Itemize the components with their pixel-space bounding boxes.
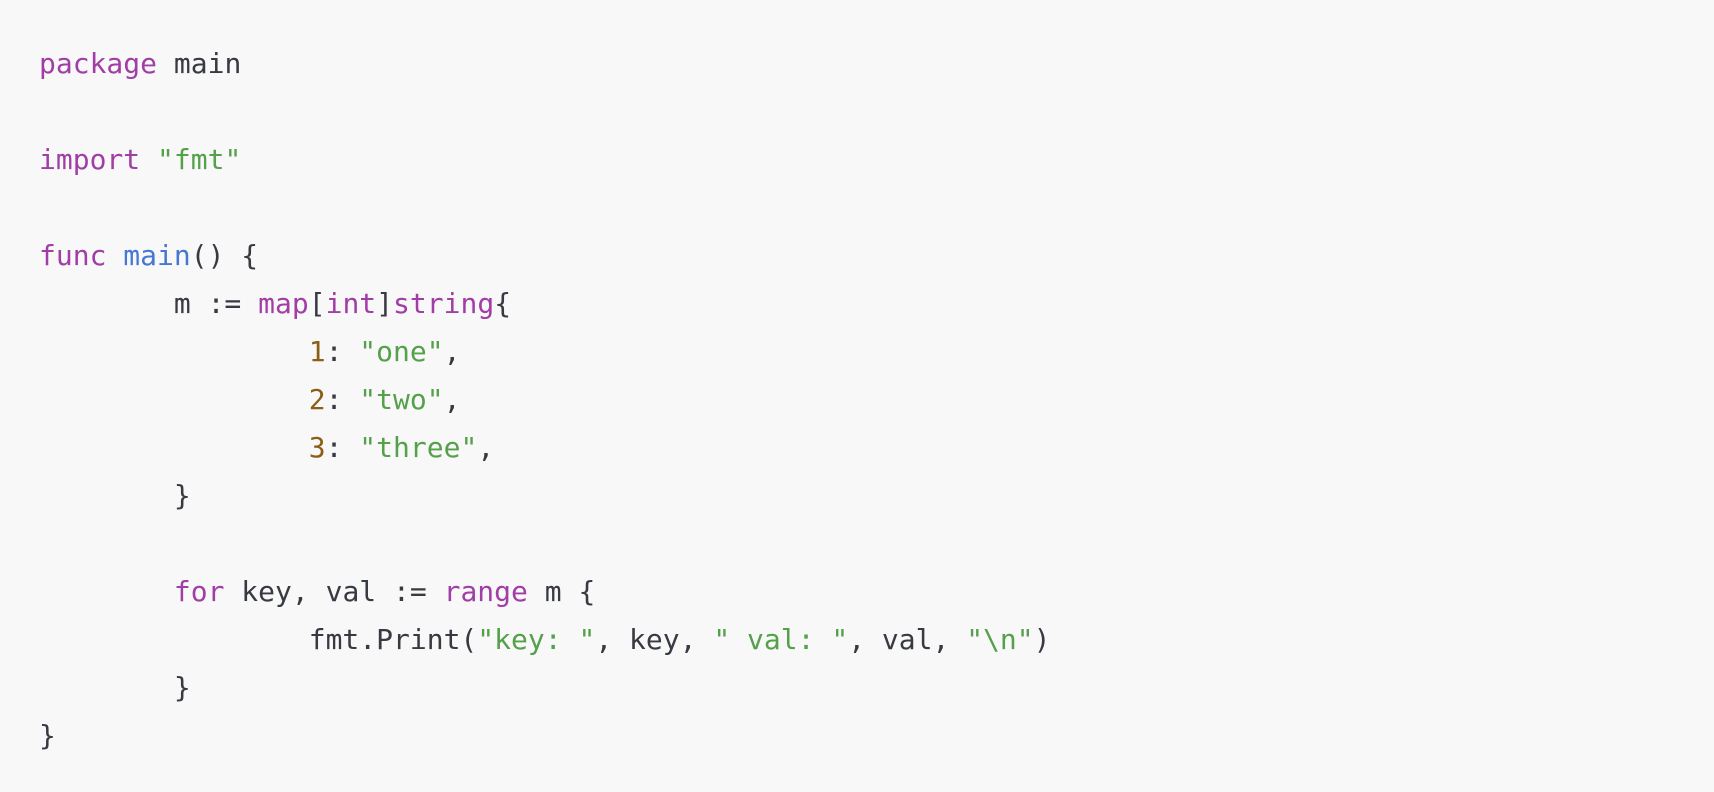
code-token-plain [140, 143, 157, 176]
code-line: for key, val := range m { [39, 568, 1714, 616]
code-token-punct: { [494, 287, 512, 320]
code-token-string: "three" [359, 431, 478, 464]
code-line: func main() { [39, 232, 1714, 280]
code-line [39, 520, 1714, 568]
code-token-string: " val: " [713, 623, 849, 656]
code-token-keyword: func [39, 239, 107, 272]
code-token-string: "two" [359, 383, 444, 416]
code-token-plain [39, 431, 309, 464]
code-token-keyword: range [443, 575, 528, 608]
code-line: import "fmt" [39, 136, 1714, 184]
code-token-punct: , [443, 335, 461, 368]
code-line: } [39, 712, 1714, 760]
code-token-plain [39, 575, 174, 608]
code-token-punct: : [325, 383, 360, 416]
code-token-number: 1 [308, 335, 326, 368]
code-token-keyword: map [258, 287, 309, 320]
code-token-keyword: string [393, 287, 495, 320]
code-line: 1: "one", [39, 328, 1714, 376]
code-token-plain: } [39, 671, 191, 704]
code-token-keyword: package [39, 47, 158, 80]
code-token-punct: ] [376, 287, 394, 320]
code-line [39, 88, 1714, 136]
code-token-punct: , [477, 431, 495, 464]
code-line: fmt.Print("key: ", key, " val: ", val, "… [39, 616, 1714, 664]
code-line: } [39, 664, 1714, 712]
code-token-keyword: int [325, 287, 377, 320]
code-token-punct: : [325, 335, 360, 368]
code-token-punct: , [443, 383, 461, 416]
code-token-punct: () { [190, 239, 259, 272]
code-token-punct: : [325, 431, 360, 464]
code-line: package main [39, 40, 1714, 88]
code-line: m := map[int]string{ [39, 280, 1714, 328]
code-token-plain: key, val := [224, 575, 444, 608]
code-token-plain: , val, [848, 623, 967, 656]
code-token-keyword: import [39, 143, 141, 176]
code-token-string: "fmt" [157, 143, 242, 176]
code-token-number: 3 [308, 431, 326, 464]
code-token-plain [39, 335, 309, 368]
code-token-string: "\n" [966, 623, 1034, 656]
code-token-plain: m := [39, 287, 259, 320]
code-token-plain: m { [527, 575, 596, 608]
code-token-punct: [ [308, 287, 326, 320]
code-line: 3: "three", [39, 424, 1714, 472]
code-token-plain: fmt.Print( [39, 623, 478, 656]
code-token-string: "one" [359, 335, 444, 368]
code-token-keyword: for [173, 575, 225, 608]
code-token-plain [39, 383, 309, 416]
code-line [39, 184, 1714, 232]
code-token-func: main [123, 239, 191, 272]
code-token-plain: ) [1033, 623, 1051, 656]
code-token-plain: main [157, 47, 242, 80]
code-token-plain [106, 239, 123, 272]
code-line: } [39, 472, 1714, 520]
code-line: 2: "two", [39, 376, 1714, 424]
code-token-plain: , key, [595, 623, 714, 656]
code-token-plain: } [39, 719, 56, 752]
code-token-number: 2 [308, 383, 326, 416]
code-token-plain: } [39, 479, 191, 512]
code-token-string: "key: " [477, 623, 596, 656]
